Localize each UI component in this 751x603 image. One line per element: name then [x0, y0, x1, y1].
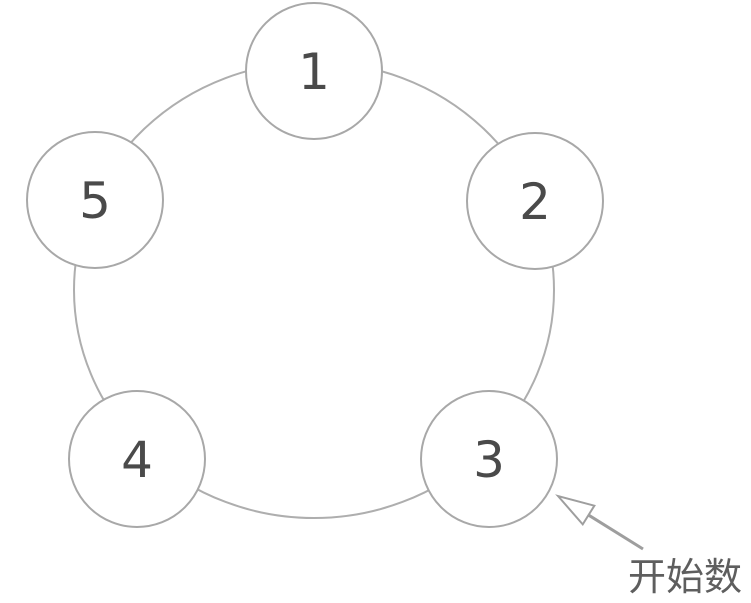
ring-node-1: 1: [245, 2, 383, 140]
node-circle-1: [245, 2, 383, 140]
node-label-2: 2: [519, 173, 551, 231]
node-label-1: 1: [298, 43, 330, 101]
node-circle-5: [26, 131, 164, 269]
ring-node-5: 5: [26, 131, 164, 269]
annotation-label: 开始数: [628, 555, 742, 599]
ring-node-4: 4: [68, 390, 206, 528]
node-label-5: 5: [79, 172, 111, 230]
node-circle-3: [420, 390, 558, 528]
ring-node-2: 2: [466, 132, 604, 270]
ring-node-3: 3: [420, 390, 558, 528]
node-label-3: 3: [473, 431, 505, 489]
node-circle-2: [466, 132, 604, 270]
nodes-layer: 1 2 3 4 5: [26, 2, 604, 528]
node-circle-4: [68, 390, 206, 528]
node-label-4: 4: [121, 431, 153, 489]
arrow-shaft: [587, 513, 644, 551]
annotation-arrow: [555, 494, 644, 551]
arrow-head-icon: [555, 494, 596, 527]
